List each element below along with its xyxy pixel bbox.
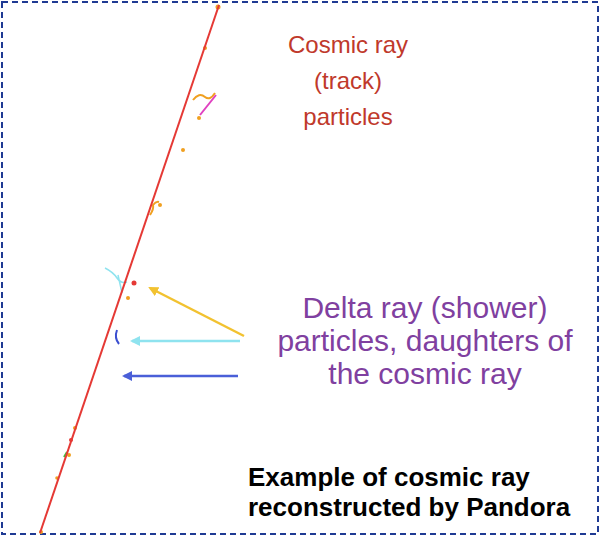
cosmic-ray-track <box>40 5 219 533</box>
leader-arrow <box>132 340 240 343</box>
shower-label: Delta ray (shower) particles, daughters … <box>265 291 585 390</box>
caption-note: Example of cosmic ray reconstructed by P… <box>248 462 588 522</box>
delta-ray-fragments <box>39 5 221 535</box>
leader-arrow <box>150 288 244 336</box>
track-label: Cosmic ray (track) particles <box>273 27 423 135</box>
leader-arrow <box>124 375 238 378</box>
